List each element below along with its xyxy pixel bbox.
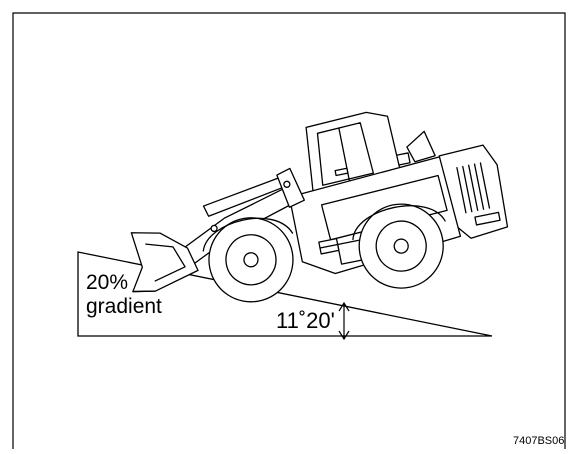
arm-pin: [210, 224, 218, 233]
bucket-cutting-edge: [132, 290, 156, 293]
rear-wheel: [358, 203, 444, 289]
angle-dimension-marker: [338, 301, 350, 341]
linkage-pin: [283, 180, 291, 188]
gradient-percent-label: 20%: [86, 271, 129, 294]
engine-grille: [456, 162, 491, 214]
cab-badge: [334, 167, 349, 177]
rear-fender: [352, 205, 446, 241]
figure-reference-code: 7407BS06: [513, 435, 565, 447]
body-panel: [320, 174, 448, 241]
wheel-loader-icon: [130, 111, 509, 303]
front-fender: [202, 217, 294, 252]
loader-bucket: [130, 232, 199, 293]
ladder-rung: [319, 243, 339, 249]
gradient-word-label: gradient: [86, 295, 162, 318]
cab-window: [316, 122, 375, 186]
figure-border: [12, 12, 566, 449]
exhaust-stack: [406, 130, 436, 163]
bucket-inner-edge: [145, 243, 186, 282]
slope-angle-label: 11˚20': [276, 308, 335, 333]
linkage-bracket: [276, 167, 305, 208]
rear-light: [474, 211, 501, 226]
front-wheel: [208, 217, 294, 303]
